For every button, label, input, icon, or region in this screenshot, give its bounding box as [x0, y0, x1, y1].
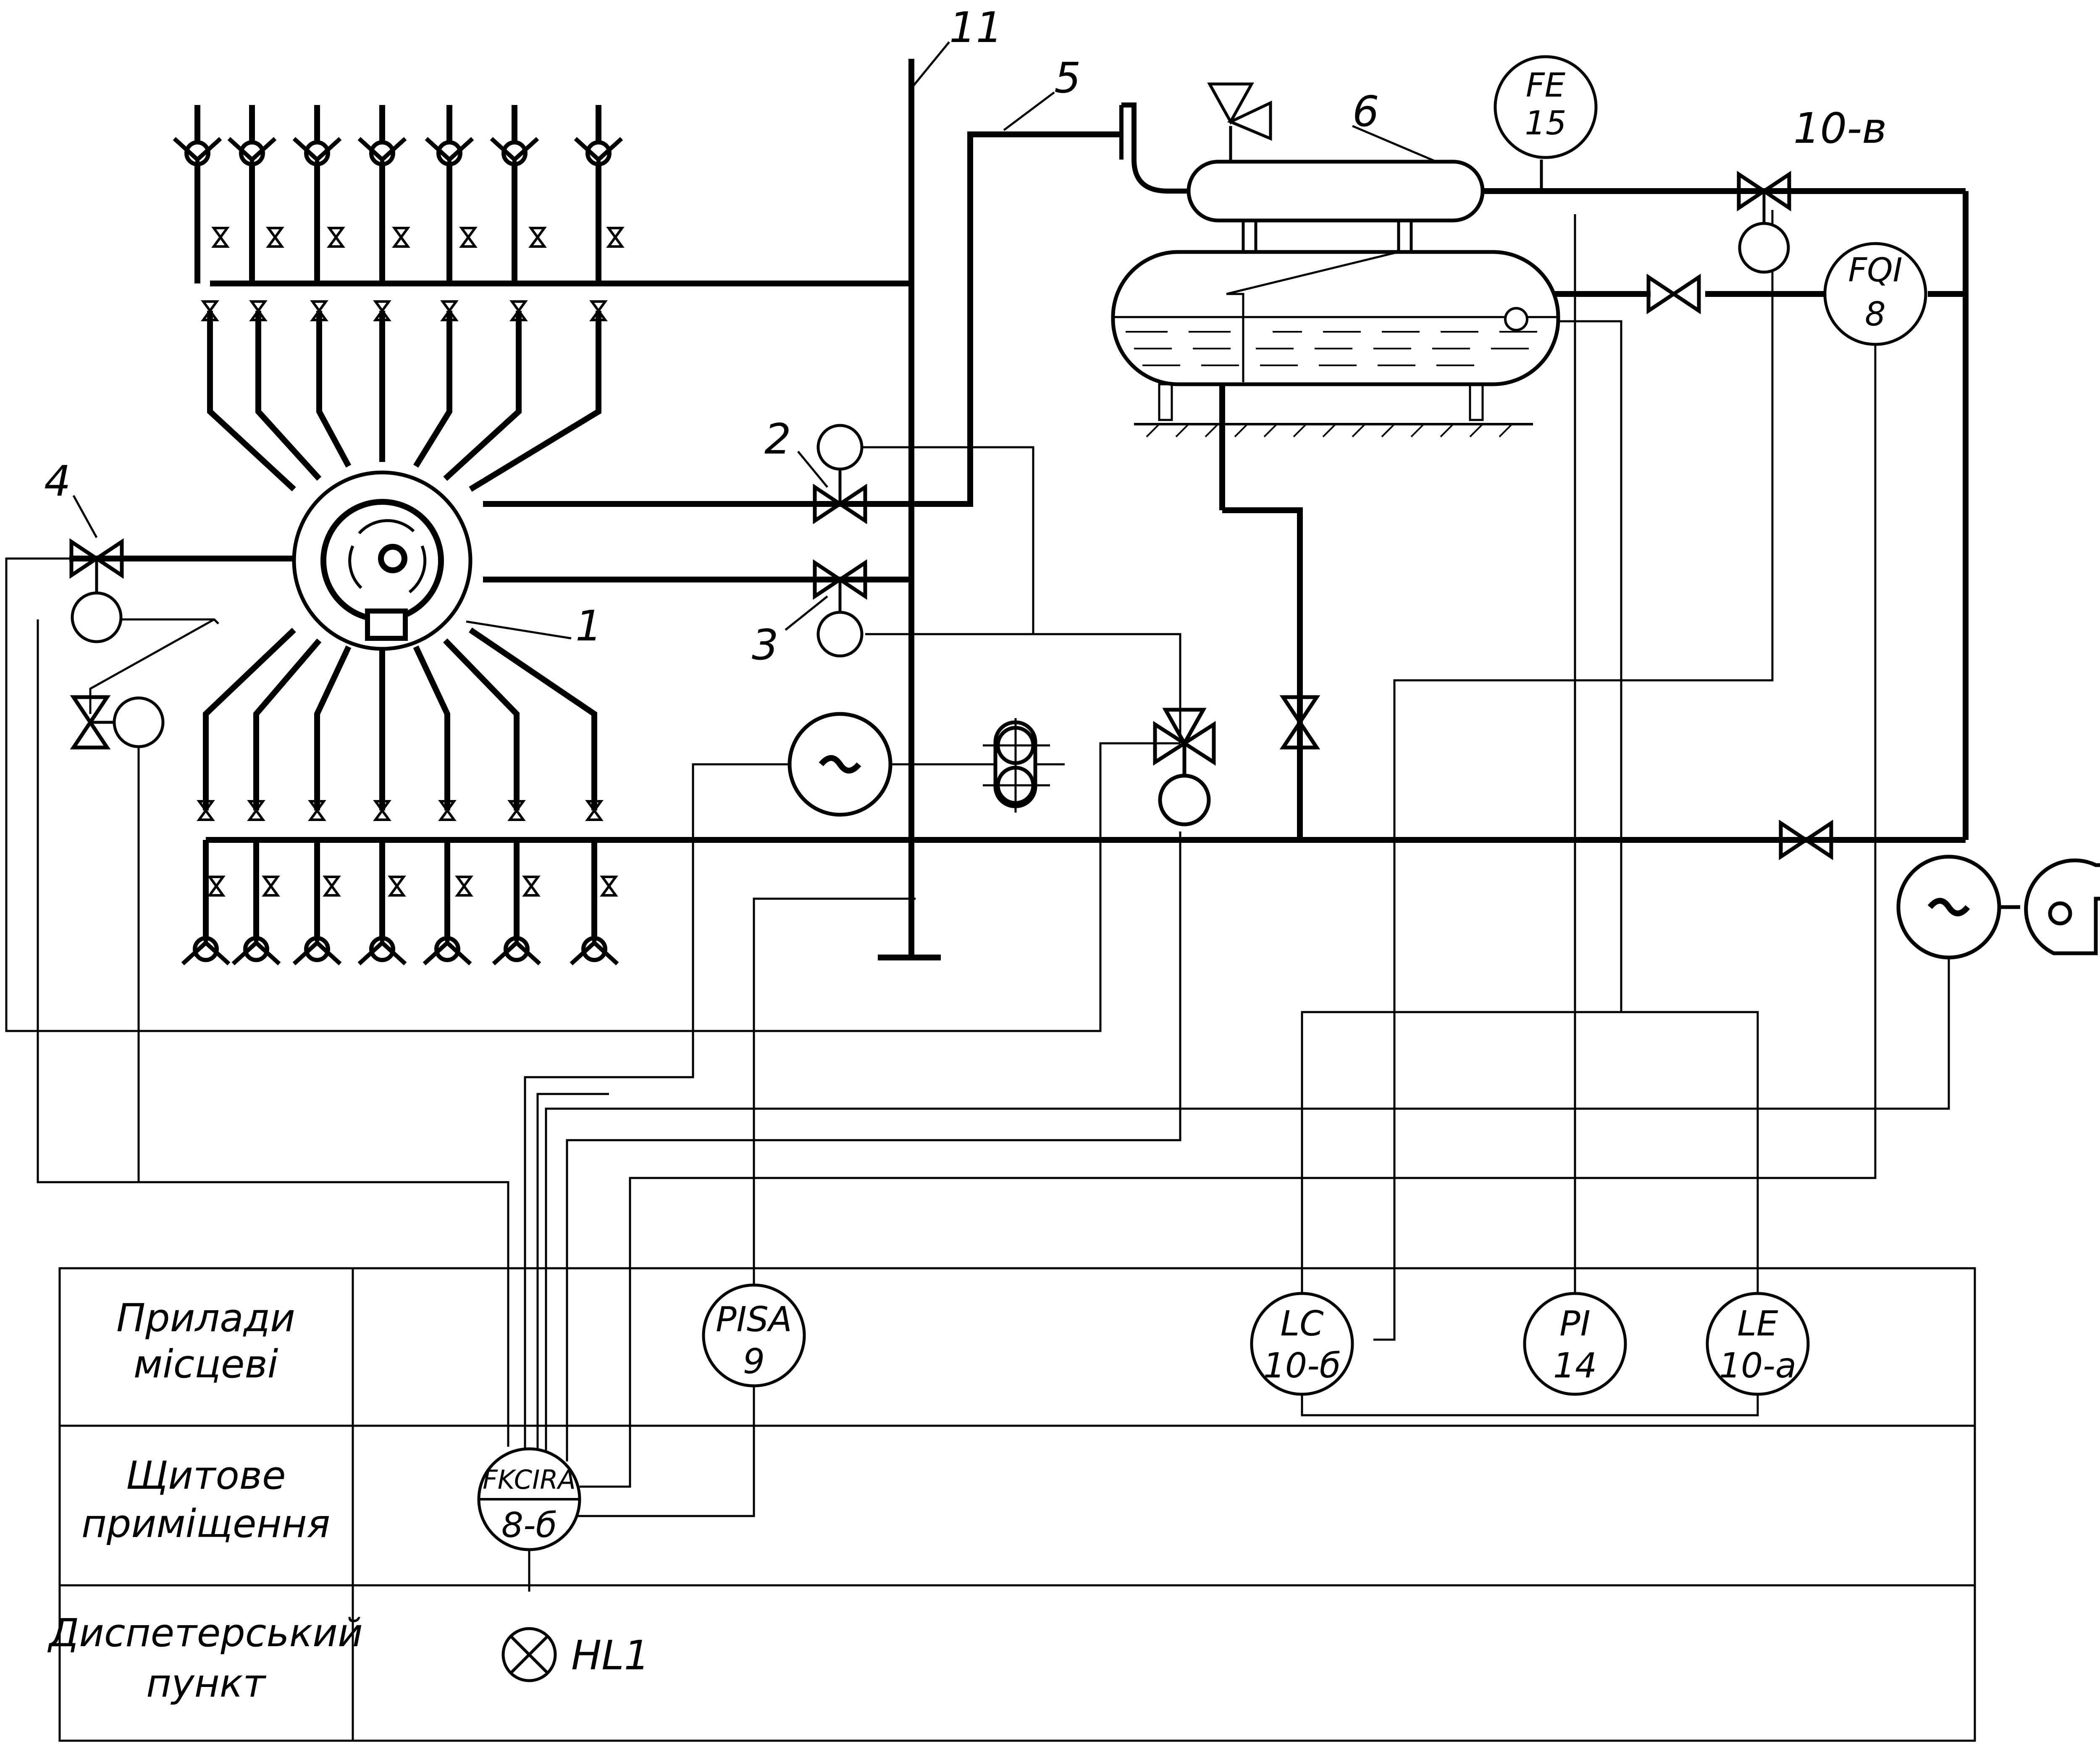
svg-text:8-б: 8-б [501, 1506, 557, 1545]
svg-text:5: 5 [1054, 53, 1081, 102]
valve-10v [1739, 174, 1789, 274]
svg-text:14: 14 [1553, 1346, 1597, 1386]
gas-valve-left [74, 697, 165, 748]
top-burner-valves [203, 228, 622, 320]
instrument-pi14: PI 14 [1523, 1292, 1627, 1396]
svg-text:пункт: пункт [146, 1661, 266, 1706]
svg-text:FQI: FQI [1848, 252, 1902, 289]
svg-text:8: 8 [1865, 296, 1886, 333]
valve-2 [815, 424, 865, 521]
svg-text:PISA: PISA [716, 1300, 792, 1340]
svg-text:4: 4 [44, 456, 71, 506]
motor-pump [788, 712, 1050, 817]
svg-text:Прилади: Прилади [116, 1296, 295, 1340]
instrument-fe15: FE 15 [1494, 55, 1598, 159]
svg-text:11: 11 [949, 3, 1003, 52]
svg-text:LC: LC [1281, 1304, 1324, 1344]
signal-lines [5, 210, 1950, 1592]
instrument-fqi8: FQI 8 [1823, 242, 1927, 346]
svg-text:приміщення: приміщення [81, 1501, 330, 1546]
svg-text:2: 2 [764, 414, 791, 464]
bottom-burner-valves [199, 801, 616, 895]
position-labels: 11 5 6 1 2 3 4 10-в [44, 3, 1887, 669]
valve-3 [815, 563, 865, 658]
svg-text:1: 1 [575, 601, 602, 651]
svg-text:10-а: 10-а [1719, 1346, 1796, 1386]
svg-text:LE: LE [1737, 1304, 1778, 1344]
svg-text:місцеві: місцеві [134, 1342, 278, 1387]
signal-lamp-hl1: HL1 [501, 1627, 650, 1682]
svg-text:PI: PI [1559, 1304, 1591, 1344]
svg-text:15: 15 [1525, 105, 1566, 142]
boiler [292, 470, 472, 651]
tank-outlet-valve [1648, 277, 1699, 311]
valve-4 [71, 542, 122, 643]
three-way-valve [1153, 708, 1216, 826]
svg-text:FKCIRA: FKCIRA [483, 1464, 576, 1495]
tank-6 [1111, 82, 1560, 438]
instrument-le-10a: LE 10-а [1706, 1292, 1810, 1396]
svg-text:Щитове: Щитове [126, 1453, 286, 1498]
svg-text:6: 6 [1352, 87, 1379, 136]
svg-text:10-б: 10-б [1263, 1346, 1341, 1386]
motor-blower [1896, 855, 2100, 960]
svg-text:3: 3 [752, 620, 779, 669]
top-burners [174, 139, 622, 172]
position-leaders [72, 41, 1437, 640]
svg-text:HL1: HL1 [571, 1632, 650, 1679]
instrument-lc-10b: LC 10-б [1250, 1292, 1354, 1396]
svg-text:10-в: 10-в [1793, 104, 1887, 153]
svg-text:9: 9 [743, 1342, 765, 1382]
svg-text:Диспетерський: Диспетерський [47, 1611, 363, 1655]
table-row-labels: Прилади місцеві Щитове приміщення Диспет… [47, 1296, 363, 1706]
instrument-table [58, 1267, 1976, 1742]
instrument-pisa9: PISA 9 [702, 1283, 806, 1388]
instrument-fkcira-8b: FKCIRA 8-б [477, 1447, 581, 1551]
bottom-burners [183, 930, 617, 964]
svg-text:FE: FE [1526, 67, 1566, 105]
